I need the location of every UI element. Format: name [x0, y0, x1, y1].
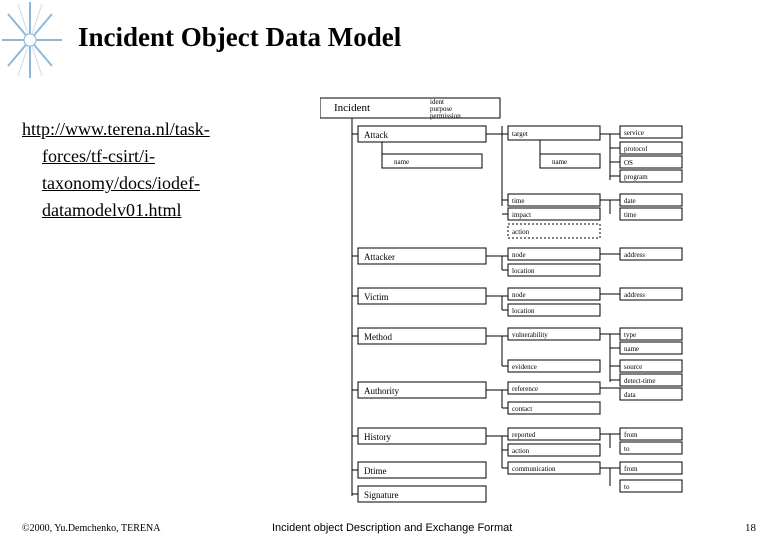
url-line: datamodelv01.html [42, 200, 182, 220]
node-label: OS [624, 159, 633, 167]
action-box [507, 223, 601, 239]
root-attr: purpose [430, 105, 452, 113]
node-label: name [624, 345, 639, 353]
node-label: contact [512, 405, 532, 413]
node-label: evidence [512, 363, 537, 371]
dtime-box [357, 461, 487, 479]
data-model-diagram: Incident ident purpose permission Attack… [320, 97, 683, 503]
node-label: action [512, 447, 530, 455]
class-label: Victim [364, 292, 388, 302]
class-label: Method [364, 332, 392, 342]
class-label: Attack [364, 130, 388, 140]
node-label: time [512, 197, 524, 205]
node-label: location [512, 307, 535, 315]
node-label: protocol [624, 145, 647, 153]
class-label: Authority [364, 386, 399, 396]
class-label: Signature [364, 490, 399, 500]
node-label: to [624, 483, 630, 491]
star-logo [2, 2, 62, 78]
node-label: program [624, 173, 648, 181]
footer-copyright: ©2000, Yu.Demchenko, TERENA [22, 523, 161, 534]
root-label: Incident [334, 102, 370, 114]
node-label: type [624, 331, 636, 339]
node-label: reference [512, 385, 538, 393]
node-label: from [624, 465, 638, 473]
target-box [507, 125, 601, 141]
node-label: to [624, 445, 630, 453]
node-label: date [624, 197, 636, 205]
signature-box [357, 485, 487, 503]
node-label: name [394, 158, 409, 166]
node-label: source [624, 363, 642, 371]
class-label: Dtime [364, 466, 387, 476]
node-label: time [624, 211, 636, 219]
node-label: reported [512, 431, 536, 439]
node-label: action [512, 228, 530, 236]
node-label: name [552, 158, 567, 166]
slide-title: Incident Object Data Model [78, 22, 402, 52]
node-label: location [512, 267, 535, 275]
node-label: from [624, 431, 638, 439]
node-label: node [512, 251, 526, 259]
url-line: taxonomy/docs/iodef- [42, 173, 200, 193]
node-label: data [624, 391, 637, 399]
incident-box [320, 97, 501, 119]
page-number: 18 [745, 522, 756, 534]
class-label: History [364, 432, 392, 442]
root-attr: permission [430, 112, 461, 120]
class-label: Attacker [364, 252, 395, 262]
node-label: address [624, 291, 645, 299]
node-label: impact [512, 211, 531, 219]
url-link[interactable]: http://www.terena.nl/task- forces/tf-csi… [22, 116, 262, 224]
url-line: forces/tf-csirt/i- [42, 146, 155, 166]
node-label: target [512, 130, 528, 138]
node-label: communication [512, 465, 556, 473]
footer-title: Incident object Description and Exchange… [272, 522, 513, 534]
node-label: detect-time [624, 377, 655, 385]
node-label: node [512, 291, 526, 299]
url-line: http://www.terena.nl/task- [22, 119, 210, 139]
root-attr: ident [430, 98, 444, 106]
node-label: address [624, 251, 645, 259]
url-link-text[interactable]: http://www.terena.nl/task- forces/tf-csi… [22, 116, 262, 224]
node-label: vulnerability [512, 331, 548, 339]
node-label: service [624, 129, 644, 137]
